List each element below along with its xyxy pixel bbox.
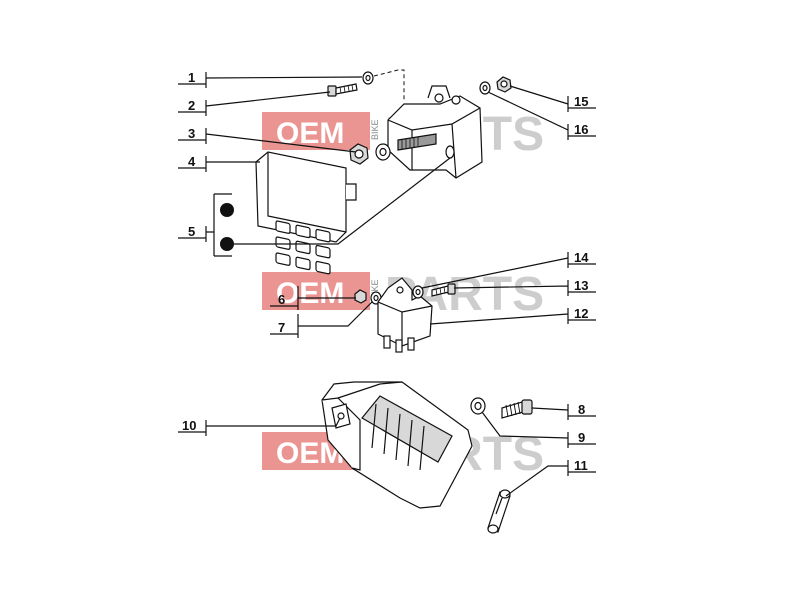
nut-part-15	[496, 76, 512, 93]
callout-7: 7	[278, 320, 285, 335]
callout-12: 12	[574, 306, 588, 321]
callout-9: 9	[578, 430, 585, 445]
washer-part-16	[479, 81, 491, 95]
callout-15: 15	[574, 94, 588, 109]
callout-16: 16	[574, 122, 588, 137]
fuse-part-11	[487, 489, 511, 534]
callout-8: 8	[578, 402, 585, 417]
callout-13: 13	[574, 278, 588, 293]
watermark-brand-text: OEM	[276, 277, 344, 310]
nut-part-3	[349, 143, 369, 165]
fuse-box-part-4	[255, 151, 357, 275]
watermark-side-text: BIKE	[370, 119, 380, 140]
callout-4: 4	[188, 154, 196, 169]
relay-part-12	[377, 277, 433, 353]
callout-14: 14	[574, 250, 589, 265]
fuse-part-5-b	[220, 237, 234, 251]
callout-10: 10	[182, 418, 196, 433]
watermark-side-text: BIKE	[370, 279, 380, 300]
nut-part-6	[354, 289, 367, 304]
screw-part-8	[501, 399, 533, 419]
watermark-brand-text: OEM	[276, 117, 344, 150]
callout-labels: 1 2 3 4 5 6 7 8 9 10 11 12 13 14 15 16	[182, 70, 589, 473]
bolt-part-13	[431, 283, 456, 297]
callout-3: 3	[188, 126, 195, 141]
assembly-guide-line	[373, 69, 405, 100]
washer-part-14	[412, 285, 424, 299]
washer-part-9	[470, 397, 486, 415]
mounting-bracket	[375, 85, 483, 179]
cover-part-10	[321, 381, 473, 509]
fuse-part-5-a	[220, 203, 234, 217]
callout-6: 6	[278, 292, 285, 307]
callout-1: 1	[188, 70, 195, 85]
callout-5: 5	[188, 224, 195, 239]
bolt-part-2	[327, 83, 358, 97]
callout-leaders	[178, 72, 596, 497]
callout-11: 11	[574, 458, 588, 473]
callout-2: 2	[188, 98, 195, 113]
washer-part-1	[362, 71, 374, 85]
